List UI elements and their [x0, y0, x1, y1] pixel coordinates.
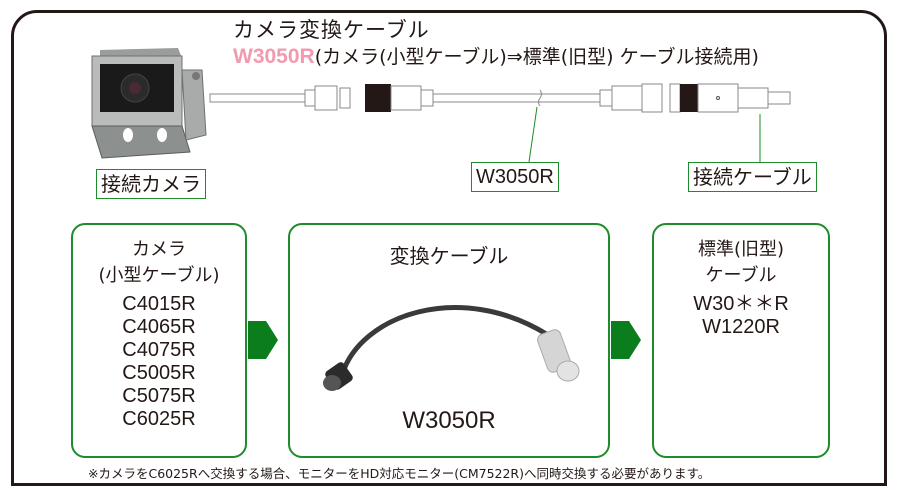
arrow-right-icon: [611, 321, 641, 359]
arrow-right-icon: [248, 321, 278, 359]
callout-cable-model: W3050R: [471, 162, 559, 192]
footnote: ※カメラをC6025Rへ交換する場合、モニターをHD対応モニター(CM7522R…: [88, 466, 711, 481]
camera-model: C4015R: [122, 293, 196, 315]
outer-frame: [11, 10, 887, 486]
cable-model: W1220R: [702, 316, 780, 338]
callout-camera: 接続カメラ: [96, 169, 206, 199]
standard-cable-list: W30＊＊R W1220R: [654, 293, 828, 339]
standard-cable-box: 標準(旧型) ケーブル W30＊＊R W1220R: [652, 223, 830, 458]
camera-compat-box: カメラ (小型ケーブル) C4015R C4065R C4075R C5005R…: [71, 223, 247, 458]
subtitle-description: (カメラ(小型ケーブル)⇒標準(旧型) ケーブル接続用): [314, 46, 759, 68]
cable-illustration: [209, 83, 791, 113]
camera-model-list: C4015R C4065R C4075R C5005R C5075R C6025…: [73, 293, 245, 431]
page-title: カメラ変換ケーブル: [233, 18, 430, 42]
camera-model: C6025R: [122, 408, 196, 430]
conversion-cable-box: 変換ケーブル W3050R: [288, 223, 610, 458]
standard-box-heading-1: 標準(旧型): [697, 239, 785, 260]
camera-image: [91, 48, 207, 159]
conversion-box-heading: 変換ケーブル: [389, 244, 509, 268]
conversion-cable-image: [323, 305, 580, 391]
conversion-box-model: W3050R: [402, 407, 496, 434]
camera-model: C5075R: [122, 385, 196, 407]
camera-box-heading-1: カメラ: [132, 239, 186, 260]
camera-model: C4065R: [122, 316, 196, 338]
camera-model: C5005R: [122, 362, 196, 384]
camera-model: C4075R: [122, 339, 196, 361]
standard-box-heading-2: ケーブル: [705, 265, 777, 286]
camera-box-heading-2: (小型ケーブル): [98, 265, 220, 286]
callout-connect-cable: 接続ケーブル: [688, 162, 817, 192]
page-subtitle: W3050R(カメラ(小型ケーブル)⇒標準(旧型) ケーブル接続用): [233, 42, 759, 69]
subtitle-model: W3050R: [233, 45, 315, 68]
cable-model: W30＊＊R: [693, 293, 789, 315]
